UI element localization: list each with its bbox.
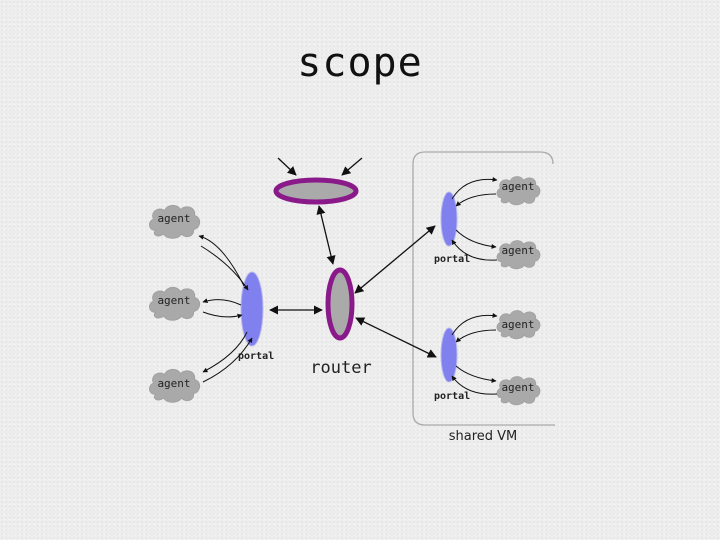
router-ellipse: [325, 267, 355, 341]
left-agent-1-arrow-in: [200, 245, 249, 291]
vm-agent-1-label: agent: [501, 180, 534, 193]
vm-portal-upper: [440, 191, 458, 247]
vm-agent-1-arrow-in: [455, 193, 497, 207]
incoming-arrow-right: [341, 157, 363, 176]
vm-portal-lower-label: portal: [434, 391, 470, 402]
top-router-arrow: [316, 205, 336, 265]
left-agent-2-arrow-in: [202, 311, 243, 319]
vm-agent-3-arrow-out: [451, 312, 498, 336]
left-agent-3-label: agent: [157, 377, 190, 390]
shared-vm-label: shared VM: [449, 429, 518, 444]
left-agent-1-label: agent: [157, 212, 190, 225]
vm-agent-4-arrow-out: [455, 365, 497, 383]
left-agent-2-label: agent: [157, 294, 190, 307]
router-lower-portal-arrow: [355, 317, 437, 358]
vm-agent-4-arrow-in: [451, 375, 498, 395]
router-label: router: [310, 358, 371, 378]
vm-agent-2-arrow-in: [451, 239, 498, 261]
slide-title: scope: [297, 40, 423, 86]
left-agent-3-arrow-out: [202, 331, 248, 373]
shared-vm-corner: [539, 151, 554, 165]
vm-agent-1-arrow-out: [451, 176, 498, 200]
vm-agent-4-label: agent: [501, 381, 534, 394]
vm-agent-2-arrow-out: [455, 229, 497, 249]
vm-portal-lower: [440, 327, 458, 383]
vm-agent-2-label: agent: [501, 244, 534, 257]
left-agent-3-arrow-in: [202, 337, 253, 383]
router-upper-portal-arrow: [354, 225, 436, 294]
vm-portal-upper-label: portal: [434, 254, 470, 265]
vm-agent-3-arrow-in: [455, 329, 497, 343]
incoming-arrow-left: [277, 157, 297, 176]
vm-agent-3-label: agent: [501, 318, 534, 331]
left-agent-2-arrow-out: [202, 298, 242, 306]
top-ellipse: [273, 177, 359, 205]
left-portal-label: portal: [238, 351, 274, 362]
left-portal: [240, 271, 264, 347]
